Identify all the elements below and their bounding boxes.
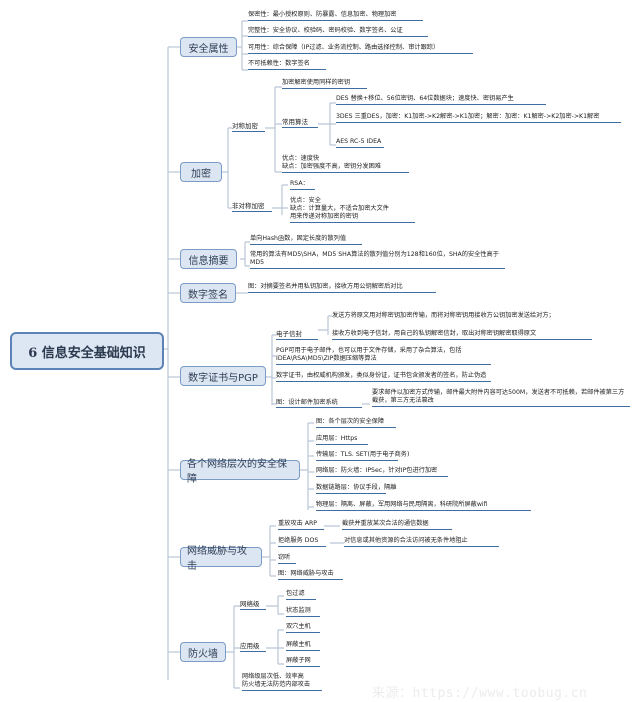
leaf-symmetric-cons: 缺点：加密强度不高，密钥分发困难 [282,163,409,173]
leaf-screened-subnet: 屏蔽子网 [286,657,320,667]
leaf-firewall-note1: 网络级层次低、效率高 [242,673,304,680]
node-application-level[interactable]: 应用级 [240,640,266,652]
node-network-level[interactable]: 网络级 [240,598,266,610]
node-mail-system[interactable]: 图：设计邮件加密系统 [276,397,362,408]
leaf-integrity: 完整性：安全协议、校验码、密码校验、数字签名、公证 [248,27,428,37]
leaf-screened-host: 屏蔽主机 [286,641,320,651]
leaf-asymmetric-usage: 用来传递对称加密的密钥 [290,213,415,223]
leaf-envelope-sender: 发送方将原文用对称密钥加密传输，而将对称密钥用接收方公钥加密发送给对方； [332,312,555,319]
topic-digest[interactable]: 信息摘要 [180,249,237,269]
leaf-dual-homed: 双穴主机 [286,623,320,633]
node-symmetric[interactable]: 对称加密 [232,120,265,132]
node-replay-arp[interactable]: 重放攻击 ARP [278,520,324,530]
topic-threats[interactable]: 网络威胁与攻击 [180,546,262,572]
leaf-algorithms: 常用的算法有MD5\SHA，MD5 SHA算法的散列值分别为128和160位，S… [250,251,505,269]
leaf-hash: 单向Hash函数，固定长度的散列值 [250,235,362,245]
leaf-packet-filter: 包过滤 [286,590,316,600]
leaf-envelope-receiver: 接收方收到电子信封，用自己的私钥解密信封，取出对称密钥解密取得原文 [332,330,592,340]
root-topic[interactable]: 6 信息安全基础知识 [10,332,164,370]
leaf-certificate: 数字证书，由权威机构颁发，类似身份证，证书包含颁发者的签名，防止伪造 [276,372,491,382]
leaf-asymmetric-pros: 优点：安全 [290,197,321,204]
leaf-des: DES 替换+移位、56位密钥、64位数据块；速度快、密钥易产生 [336,95,546,105]
leaf-rsa: RSA： [290,180,315,190]
leaf-non-repudiation: 不可抵赖性：数字签名 [248,60,326,70]
topic-cert-pgp[interactable]: 数字证书与PGP [180,366,266,386]
topic-network-layers[interactable]: 各个网络层次的安全保障 [180,459,300,485]
node-asymmetric[interactable]: 非对称加密 [232,200,272,212]
leaf-layers-figure: 图：各个层次的安全保障 [316,418,396,428]
leaf-confidentiality: 保密性：最小授权原则、防暴露、信息加密、物理加密 [248,11,423,21]
leaf-same-key: 加密解密使用同样的密钥 [282,79,367,89]
leaf-threats-figure: 图：网络威胁与攻击 [278,570,343,580]
leaf-transport-layer: 传输层：TLS. SET(用于电子商务) [316,451,409,461]
leaf-network-layer: 网络层：防火墙：IPSec，针对IP包进行加密 [316,467,448,477]
watermark: 来源：https://www.toobug.cn [372,686,588,701]
leaf-state-monitor: 状态监测 [286,607,320,617]
topic-firewall[interactable]: 防火墙 [180,642,226,662]
leaf-dos-detail: 对信息或其他资源的合法访问被无条件地阻止 [344,537,499,547]
topic-encryption[interactable]: 加密 [180,162,222,182]
node-common-algorithms[interactable]: 常用算法 [282,116,318,128]
node-dos[interactable]: 拒绝服务 DOS [278,537,326,547]
leaf-asymmetric-cons: 缺点：计算量大，不适合加密大文件 [290,205,389,212]
leaf-pgp: PGP可用于电子邮件，也可以用于文件存储，采用了杂合算法，包括IDEA\RSA\… [276,347,491,365]
leaf-3des: 3DES 三重DES，加密：K1加密->K2解密->K1加密；解密：加密：K1解… [336,113,621,123]
topic-security-attributes[interactable]: 安全属性 [180,37,237,57]
topic-signature[interactable]: 数字签名 [180,283,236,303]
leaf-sniffing: 窃听 [278,554,296,564]
leaf-availability: 可用性：综合保障（IP过滤、业务流控制、路由选择控制、审计跟踪） [248,44,473,54]
leaf-firewall-note2: 防火墙无法防范内部攻击 [242,681,322,691]
leaf-signature-figure: 图：对摘要签名并用私钥加密，接收方用公钥解密后对比 [248,283,436,293]
leaf-aes: AES RC-5 IDEA [336,138,384,148]
leaf-replay-detail: 截获并重放某次合法的通信数据 [342,520,452,530]
leaf-symmetric-pros: 优点：速度快 [282,155,320,162]
leaf-application-layer: 应用层：Https [316,435,368,445]
leaf-physical-layer: 物理层：隔离、屏蔽，军用网络与民用隔离，科研院所屏蔽wifi [316,501,531,511]
leaf-mail-system-detail: 要求邮件以加密方式传输，邮件最大附件内容可达500M，发送者不可抵赖，若邮件被第… [372,389,630,407]
node-envelope[interactable]: 电子信封 [276,328,318,340]
leaf-datalink-layer: 数据链路层：协议手段，隔離 [316,484,396,494]
